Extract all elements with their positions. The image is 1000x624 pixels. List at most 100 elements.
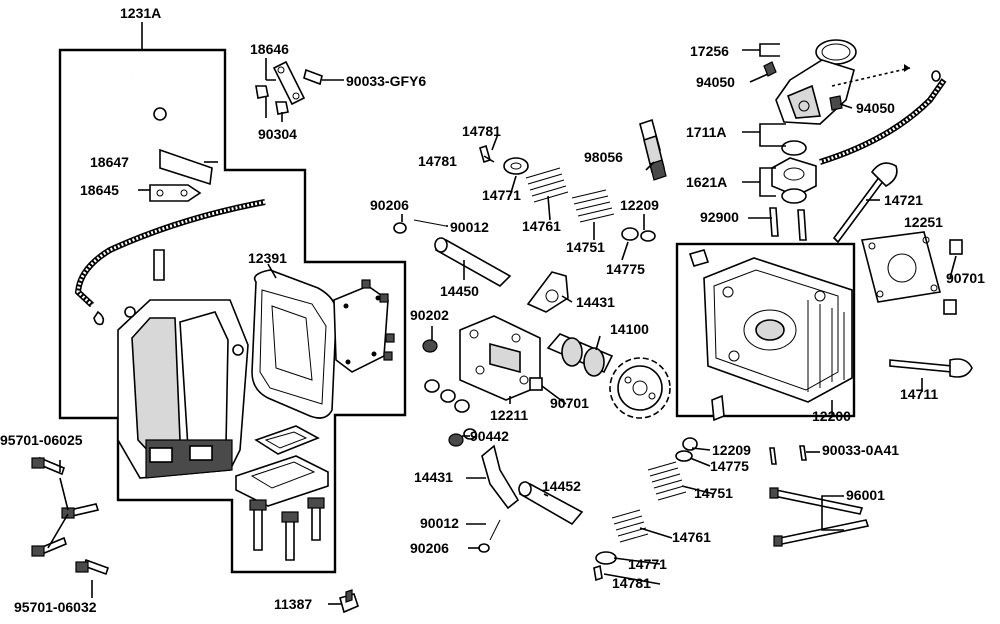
cover-gasket-12391 [251,269,338,419]
flange-bolts-95701 [31,456,110,576]
cylinder-head-cover-group-outline [58,48,407,574]
label-14711: 14711 [900,386,938,402]
label-14775-top: 14775 [606,261,645,277]
leader-18646 [265,58,276,81]
label-90206-bottom: 90206 [410,540,449,556]
air-filter-plate [235,425,329,507]
label-12209-top: 12209 [620,197,659,213]
bracket-18646 [255,60,323,115]
label-12211: 12211 [490,407,528,423]
label-98056: 98056 [584,149,623,165]
intake-valve-14711 [889,358,973,378]
dowel-pin-90701-center [529,377,543,391]
insulator-1621A [771,140,817,204]
label-18645: 18645 [80,182,119,198]
spark-plug-98056 [639,118,667,181]
label-17256: 17256 [690,43,729,59]
label-94050-left: 94050 [696,74,735,90]
dowel-90206-lower [478,543,490,553]
label-14761-top: 14761 [522,218,561,234]
label-92900: 92900 [700,209,739,225]
label-90033-0A41: 90033-0A41 [822,442,899,458]
label-12391: 12391 [248,250,287,266]
label-14431-top: 14431 [576,294,615,310]
label-12251: 12251 [904,214,943,230]
label-14452: 14452 [542,478,581,494]
nuts-94050 [763,61,843,111]
leader-lines [138,43,957,585]
label-14761-bottom: 14761 [672,529,711,545]
reed-plate [333,285,389,373]
cover-bolts-small [361,279,395,361]
rocker-arm-14431 [526,271,569,313]
label-14751-bottom: 14751 [694,485,733,501]
dowel-90206 [393,222,407,234]
dowel-pins-90701-right [943,239,963,315]
clip-11387 [339,589,359,614]
label-90202: 90202 [410,307,449,323]
label-1231A: 1231A [120,5,161,21]
label-14100: 14100 [610,321,649,337]
head-bolts-96001 [769,487,870,547]
bolt-90033-0A41 [769,445,807,465]
label-14771-bottom: 14771 [628,556,667,572]
lower-seal-guide [675,437,698,462]
label-12209-bottom: 12209 [712,442,751,458]
label-90012-bottom: 90012 [420,515,459,531]
cylinder-head-cover [117,299,249,479]
label-14775-bottom: 14775 [710,458,749,474]
label-95701-06032: 95701-06032 [14,599,97,615]
breather-pipe-18647 [130,65,213,186]
label-14781-top: 14781 [462,123,501,139]
label-14431-bottom: 14431 [414,469,453,485]
intake-manifold-1711A [775,59,855,125]
breather-hose [74,199,266,308]
label-14751-top: 14751 [566,239,605,255]
cam-sprocket [609,357,671,419]
label-14721: 14721 [884,192,923,208]
label-94050-right: 94050 [856,100,895,116]
label-14781-bottom: 14781 [612,575,651,591]
breather-nipple [153,249,165,281]
label-96001: 96001 [846,487,885,503]
label-90206-top: 90206 [370,197,409,213]
spring-retainer-14771 [503,157,529,175]
label-90701-right: 90701 [946,270,985,286]
label-90701-center: 90701 [550,395,589,411]
valve-guide-12209 [640,230,656,242]
camshaft-14100 [546,333,614,377]
bolt-leaders-95701-06025 [47,460,69,549]
exhaust-valve-14721 [832,162,898,244]
label-1711A: 1711A [686,124,726,140]
cylinder-head-12200 [688,249,853,422]
camshaft-holder-12211 [459,315,541,401]
label-14771-top: 14771 [482,187,521,203]
head-gasket-12251 [860,231,942,303]
hose-clip [93,310,105,326]
label-95701-06025: 95701-06025 [0,432,83,448]
nuts-washers-90202-90442 [422,339,477,447]
lower-springs-14751-14761 [611,461,687,543]
bolt-90012 [413,219,447,227]
outer-spring-14761 [525,167,569,203]
label-90442: 90442 [470,428,509,444]
stud-bolts-92900 [769,207,807,241]
label-14450: 14450 [440,283,479,299]
breather-gasket-18645 [149,184,202,202]
valve-seal-14775 [621,227,639,241]
label-14781-mid: 14781 [418,153,457,169]
inner-spring-14751 [571,189,615,223]
label-11387: 11387 [274,596,312,612]
label-1621A: 1621A [686,174,727,190]
label-18647: 18647 [90,154,129,170]
label-90012-top: 90012 [450,219,489,235]
bolt-90012-lower [489,519,501,541]
vacuum-hose [819,64,947,165]
cylinder-head-group-outline [675,242,856,418]
cover-bolts [249,497,325,561]
rocker-shaft-14452 [518,481,584,526]
leader-90304 [265,96,283,122]
rocker-shaft-14450 [434,237,512,287]
label-90304: 90304 [258,126,297,142]
